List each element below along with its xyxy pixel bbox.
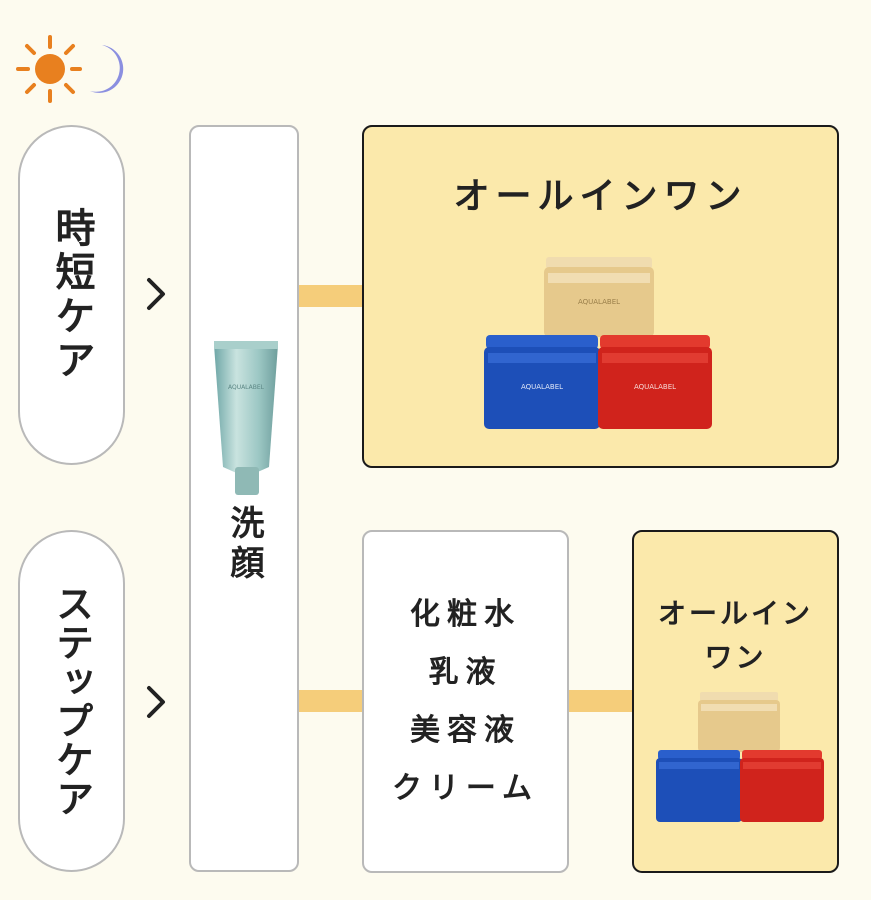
cream-jar-stack-image	[656, 692, 824, 822]
sun-icon	[16, 35, 82, 103]
all-in-one-title: オールイン ワン	[657, 597, 813, 674]
svg-text:AQUALABEL: AQUALABEL	[228, 384, 265, 391]
chevron-right-icon	[147, 278, 165, 310]
cream-jar-stack-image: AQUALABEL AQUALABEL AQUALABEL	[484, 257, 712, 429]
connector-line	[569, 690, 634, 712]
route-step-care: ステップケア	[18, 530, 125, 872]
svg-text:AQUALABEL: AQUALABEL	[521, 383, 563, 391]
svg-text:AQUALABEL: AQUALABEL	[634, 383, 676, 391]
step-serum: 美容液	[410, 712, 521, 748]
face-wash-label: 洗顔	[224, 505, 264, 585]
step-cream: クリーム	[391, 770, 540, 806]
all-in-one-title: オールインワン	[453, 176, 748, 217]
step-care-items: 化粧水 乳液 美容液 クリーム	[362, 530, 569, 873]
connector-line	[299, 285, 363, 307]
moon-icon	[90, 45, 124, 93]
cleanser-tube-image: AQUALABEL	[214, 341, 278, 495]
svg-text:AQUALABEL: AQUALABEL	[578, 298, 620, 306]
route-step-label: ステップケア	[49, 584, 94, 818]
all-in-one-box-short: オールインワン AQUALABEL AQUALABEL AQUALABEL	[362, 125, 839, 468]
sun-moon-icon	[16, 35, 124, 103]
all-in-one-box-step: オールイン ワン	[632, 530, 839, 873]
step-lotion: 化粧水	[410, 596, 521, 632]
chevron-right-icon	[147, 686, 165, 718]
face-wash-column: AQUALABEL 洗顔	[189, 125, 299, 872]
step-emulsion: 乳液	[428, 654, 503, 690]
route-short-care: 時短ケア	[18, 125, 125, 465]
connector-line	[299, 690, 363, 712]
route-short-label: 時短ケア	[48, 207, 95, 383]
